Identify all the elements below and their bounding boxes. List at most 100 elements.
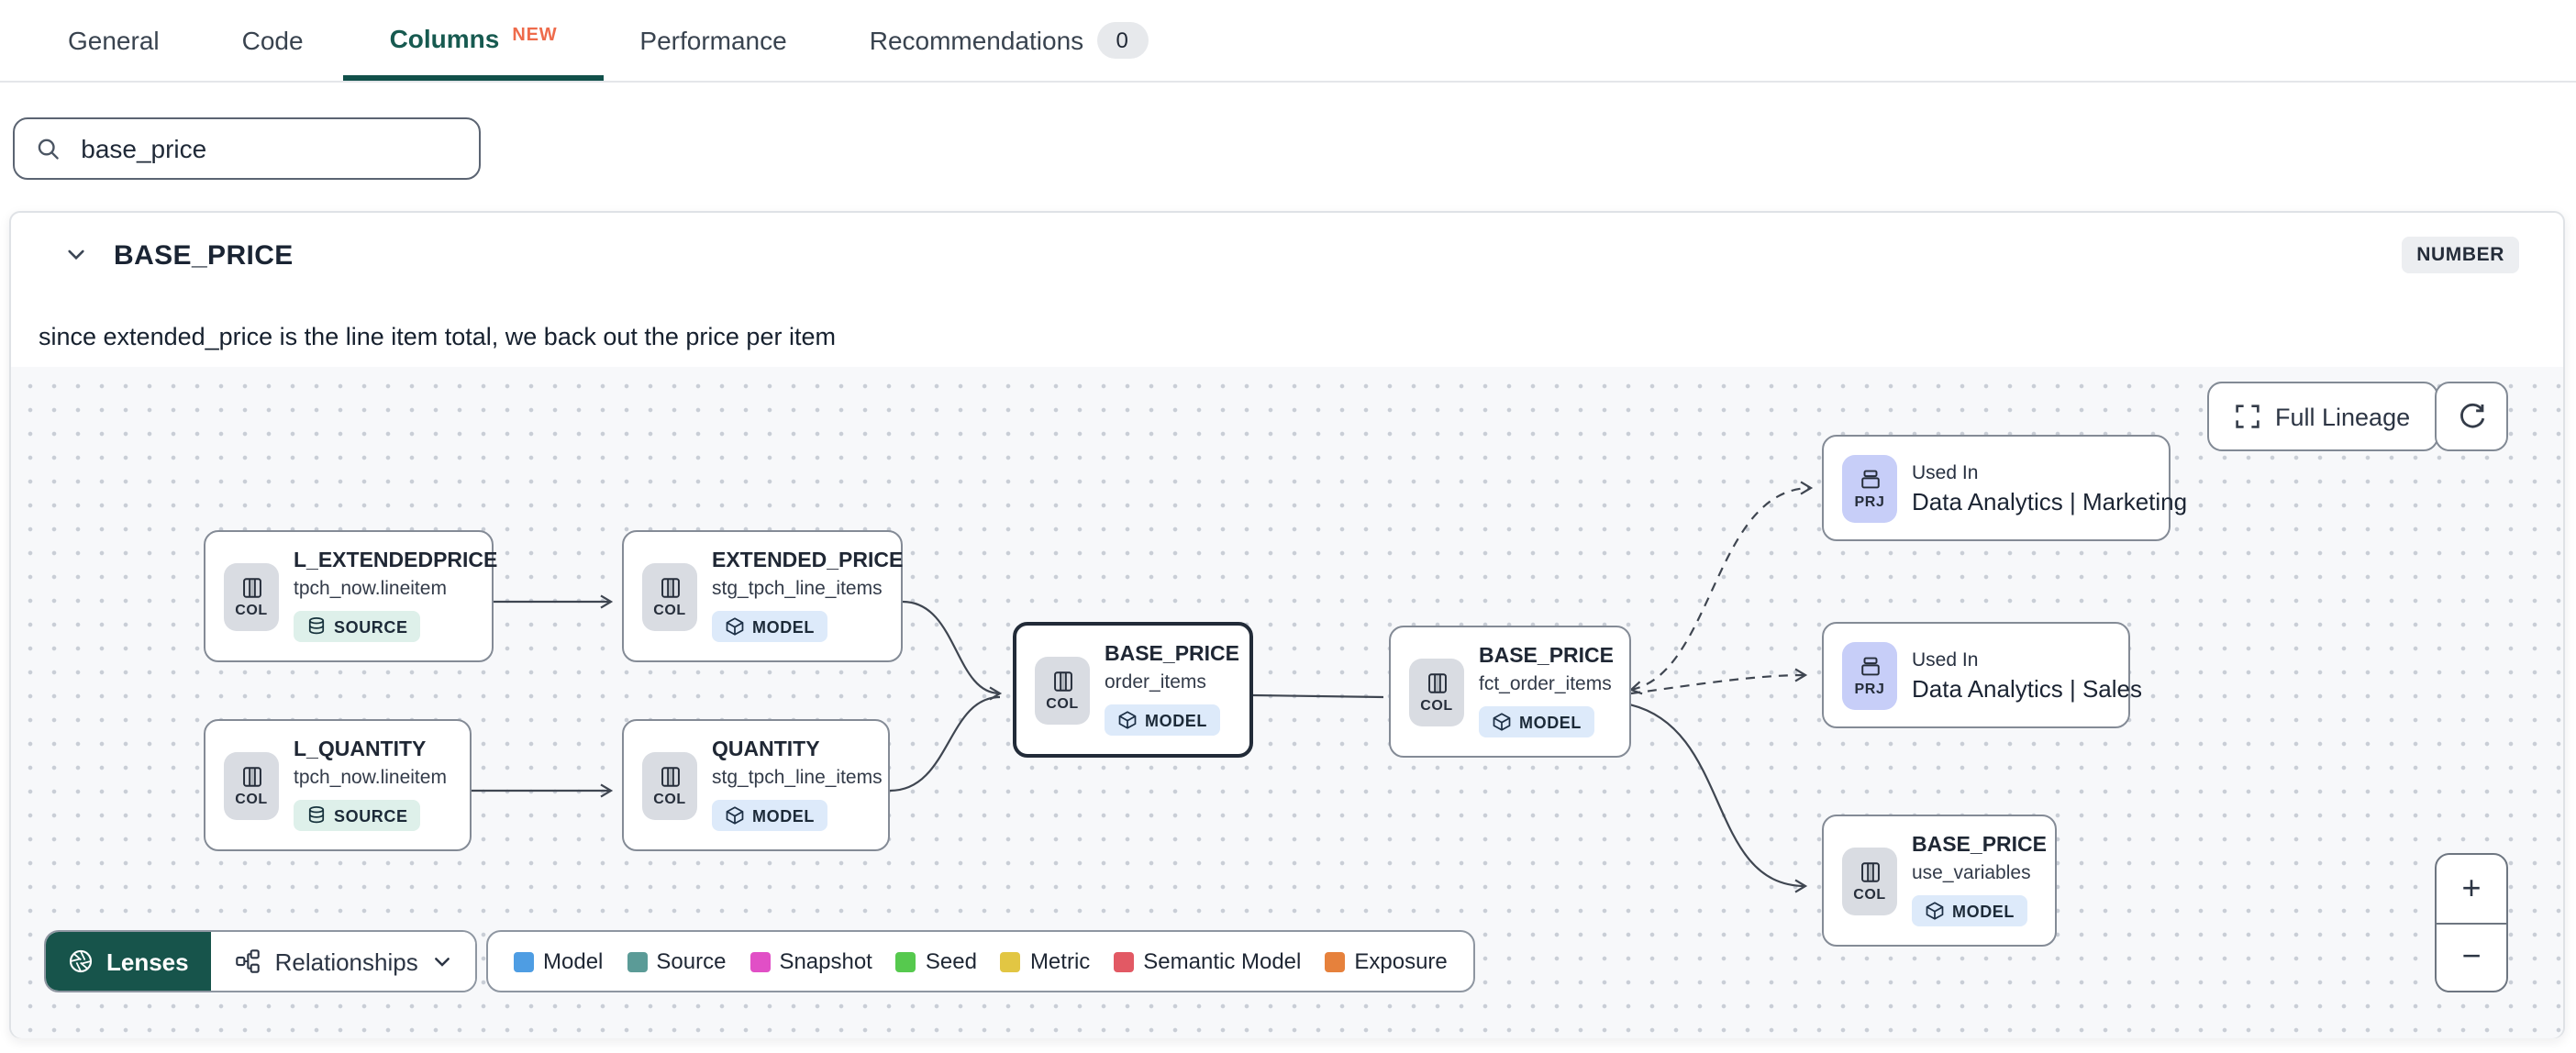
node-title: Data Analytics | Marketing bbox=[1912, 487, 2188, 515]
node-kind-label: COL bbox=[1853, 885, 1886, 902]
resource-label: SOURCE bbox=[334, 617, 408, 636]
column-type-badge: NUMBER bbox=[2402, 237, 2519, 273]
node-title: QUANTITY bbox=[712, 739, 820, 761]
lineage-edges bbox=[472, 481, 1814, 893]
zoom-control: + − bbox=[2435, 853, 2508, 992]
search-input[interactable] bbox=[77, 132, 459, 165]
recommendations-count-badge: 0 bbox=[1096, 22, 1149, 59]
relationships-dropdown[interactable]: Relationships bbox=[210, 932, 475, 991]
resource-label: MODEL bbox=[1145, 711, 1207, 729]
expand-icon bbox=[2236, 405, 2260, 428]
resource-badge: SOURCE bbox=[294, 611, 421, 642]
database-icon bbox=[308, 617, 325, 635]
lineage-node-exposure-sales[interactable]: PRJ Used In Data Analytics | Sales bbox=[1822, 622, 2142, 728]
lenses-toolbar: Lenses Relationships bbox=[44, 930, 477, 992]
metric-color-chip bbox=[1000, 951, 1021, 971]
used-in-label: Used In bbox=[1912, 648, 1979, 671]
exposure-color-chip bbox=[1325, 951, 1346, 971]
lineage-node-l-extendedprice[interactable]: COL L_EXTENDEDPRICE tpch_now.lineitem SO… bbox=[204, 530, 498, 662]
tab-recommendations[interactable]: Recommendations 0 bbox=[869, 0, 1149, 81]
column-chip: COL bbox=[642, 751, 697, 819]
tab-code[interactable]: Code bbox=[242, 0, 304, 81]
node-subtitle: order_items bbox=[1105, 671, 1206, 693]
tab-general[interactable]: General bbox=[68, 0, 160, 81]
resource-label: MODEL bbox=[1519, 713, 1582, 731]
resource-badge: MODEL bbox=[1479, 706, 1594, 737]
new-badge: NEW bbox=[512, 26, 558, 46]
tab-general-label: General bbox=[68, 26, 160, 55]
column-search[interactable] bbox=[13, 117, 481, 180]
zoom-in-button[interactable]: + bbox=[2437, 855, 2506, 924]
snapshot-color-chip bbox=[749, 951, 771, 971]
column-chip: COL bbox=[224, 751, 279, 819]
model-color-chip bbox=[514, 951, 534, 971]
legend-item-snapshot: Snapshot bbox=[749, 948, 872, 974]
resource-badge: MODEL bbox=[1912, 895, 2027, 926]
resource-label: MODEL bbox=[752, 617, 815, 636]
lineage-node-base-price-order-items[interactable]: COL BASE_PRICE order_items MODEL bbox=[1013, 622, 1253, 758]
lineage-node-exposure-marketing[interactable]: PRJ Used In Data Analytics | Marketing bbox=[1822, 435, 2187, 541]
node-title: BASE_PRICE bbox=[1105, 644, 1239, 666]
node-kind-label: PRJ bbox=[1854, 493, 1885, 509]
columns-icon bbox=[1053, 671, 1071, 691]
node-subtitle: tpch_now.lineitem bbox=[294, 767, 447, 789]
node-kind-label: COL bbox=[235, 790, 268, 806]
lineage-node-base-price-use-variables[interactable]: COL BASE_PRICE use_variables MODEL bbox=[1822, 815, 2057, 947]
legend-item-model: Model bbox=[514, 948, 603, 974]
lineage-node-extended-price[interactable]: COL EXTENDED_PRICE stg_tpch_line_items M… bbox=[622, 530, 903, 662]
node-subtitle: stg_tpch_line_items bbox=[712, 767, 883, 789]
column-description: since extended_price is the line item to… bbox=[39, 323, 836, 350]
columns-icon bbox=[1860, 861, 1879, 881]
cube-icon bbox=[1493, 713, 1511, 731]
refresh-icon bbox=[2459, 402, 2484, 427]
lenses-button[interactable]: Lenses bbox=[46, 932, 211, 991]
cube-icon bbox=[726, 806, 744, 825]
column-panel-header[interactable]: BASE_PRICE NUMBER bbox=[11, 213, 2563, 297]
node-subtitle: tpch_now.lineitem bbox=[294, 578, 447, 600]
semantic-model-color-chip bbox=[1114, 951, 1135, 971]
legend-item-source: Source bbox=[627, 948, 726, 974]
tab-performance[interactable]: Performance bbox=[639, 0, 786, 81]
legend-item-metric: Metric bbox=[1000, 948, 1090, 974]
tab-columns-label: Columns bbox=[389, 23, 500, 52]
node-title: L_EXTENDEDPRICE bbox=[294, 550, 498, 572]
node-kind-label: COL bbox=[1420, 696, 1453, 713]
column-chip: COL bbox=[1842, 847, 1897, 914]
column-chip: COL bbox=[1035, 656, 1090, 724]
columns-icon bbox=[661, 766, 679, 786]
lineage-canvas[interactable]: COL L_EXTENDEDPRICE tpch_now.lineitem SO… bbox=[11, 367, 2563, 1038]
archive-icon bbox=[1860, 656, 1879, 675]
column-name: BASE_PRICE bbox=[114, 239, 294, 271]
resource-label: SOURCE bbox=[334, 806, 408, 825]
column-chip: COL bbox=[1409, 658, 1464, 726]
node-subtitle: stg_tpch_line_items bbox=[712, 578, 883, 600]
refresh-button[interactable] bbox=[2435, 382, 2508, 451]
resource-badge: SOURCE bbox=[294, 800, 421, 831]
node-title: BASE_PRICE bbox=[1912, 835, 2047, 857]
lineage-node-l-quantity[interactable]: COL L_QUANTITY tpch_now.lineitem SOURCE bbox=[204, 719, 472, 851]
resource-label: MODEL bbox=[1952, 902, 2015, 920]
used-in-label: Used In bbox=[1912, 461, 1979, 483]
hierarchy-icon bbox=[235, 949, 260, 973]
lineage-node-quantity[interactable]: COL QUANTITY stg_tpch_line_items MODEL bbox=[622, 719, 890, 851]
lineage-node-base-price-fct-order-items[interactable]: COL BASE_PRICE fct_order_items MODEL bbox=[1389, 626, 1631, 758]
full-lineage-label: Full Lineage bbox=[2275, 403, 2411, 430]
relationships-label: Relationships bbox=[274, 948, 418, 975]
node-title: L_QUANTITY bbox=[294, 739, 427, 761]
cube-icon bbox=[1926, 902, 1944, 920]
chevron-down-icon[interactable] bbox=[66, 248, 86, 262]
lenses-label: Lenses bbox=[106, 948, 189, 975]
resource-badge: MODEL bbox=[1105, 704, 1220, 736]
resource-badge: MODEL bbox=[712, 800, 827, 831]
node-subtitle: use_variables bbox=[1912, 862, 2031, 884]
full-lineage-button[interactable]: Full Lineage bbox=[2207, 382, 2438, 451]
tab-columns[interactable]: Columns NEW bbox=[343, 0, 604, 81]
node-title: Data Analytics | Sales bbox=[1912, 674, 2142, 702]
column-chip: COL bbox=[642, 562, 697, 630]
tab-recommendations-label: Recommendations bbox=[869, 26, 1084, 55]
tab-code-label: Code bbox=[241, 26, 304, 55]
resource-label: MODEL bbox=[752, 806, 815, 825]
zoom-out-button[interactable]: − bbox=[2461, 937, 2482, 975]
project-chip: PRJ bbox=[1842, 454, 1897, 522]
legend-item-semantic-model: Semantic Model bbox=[1114, 948, 1301, 974]
